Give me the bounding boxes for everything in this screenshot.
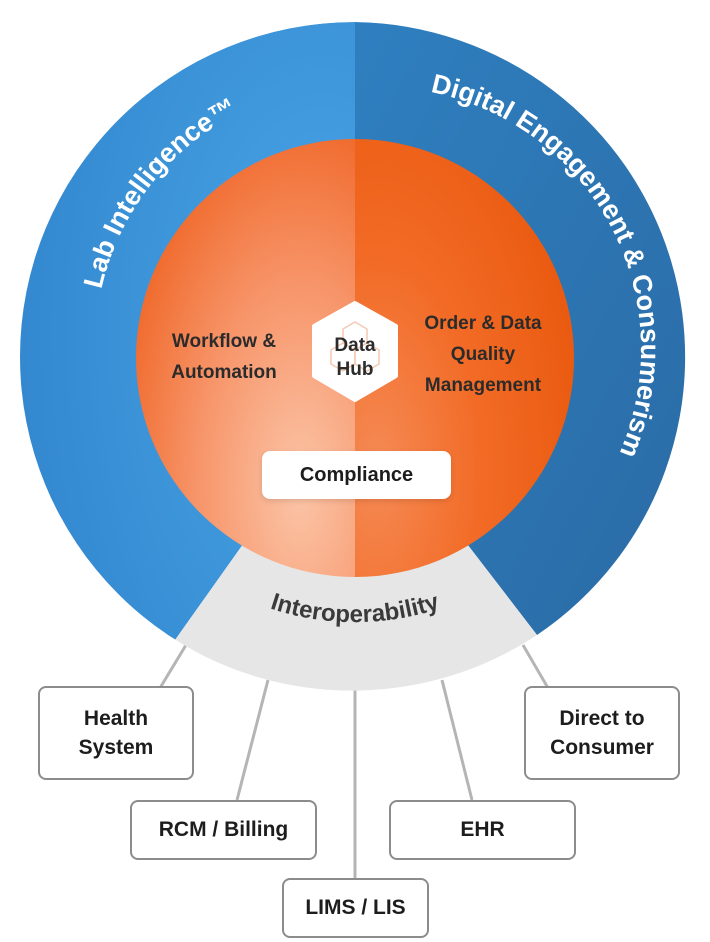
rcm-billing-box: RCM / Billing xyxy=(130,800,317,860)
ehr-label: EHR xyxy=(460,818,505,842)
lims-lis-label: LIMS / LIS xyxy=(305,896,406,920)
ehr-box: EHR xyxy=(389,800,576,860)
hexagon-pattern-icon xyxy=(330,321,380,372)
workflow-label-line1: Workflow & xyxy=(172,331,276,352)
data-hub-label-line1: Data xyxy=(334,335,376,356)
direct-to-consumer-label-line2: Consumer xyxy=(550,736,654,759)
order-data-label-line2: Quality xyxy=(451,344,516,365)
health-system-label-line1: Health xyxy=(83,706,149,730)
order-data-label-line3: Management xyxy=(425,375,542,396)
data-hub: Data Hub xyxy=(312,301,398,402)
direct-to-consumer-label-line1: Direct to xyxy=(559,706,645,730)
health-system-label-line2: System xyxy=(78,736,154,759)
lims-lis-box: LIMS / LIS xyxy=(282,878,429,938)
direct-to-consumer-box: Direct to Consumer xyxy=(524,686,680,780)
rcm-billing-label: RCM / Billing xyxy=(158,818,289,842)
workflow-label-line2: Automation xyxy=(171,362,277,383)
order-data-label-line1: Order & Data xyxy=(424,313,542,334)
connector-lines xyxy=(158,644,550,878)
compliance-badge: Compliance xyxy=(262,451,451,499)
interoperability-segment xyxy=(175,540,537,691)
data-hub-label-line2: Hub xyxy=(337,359,374,380)
